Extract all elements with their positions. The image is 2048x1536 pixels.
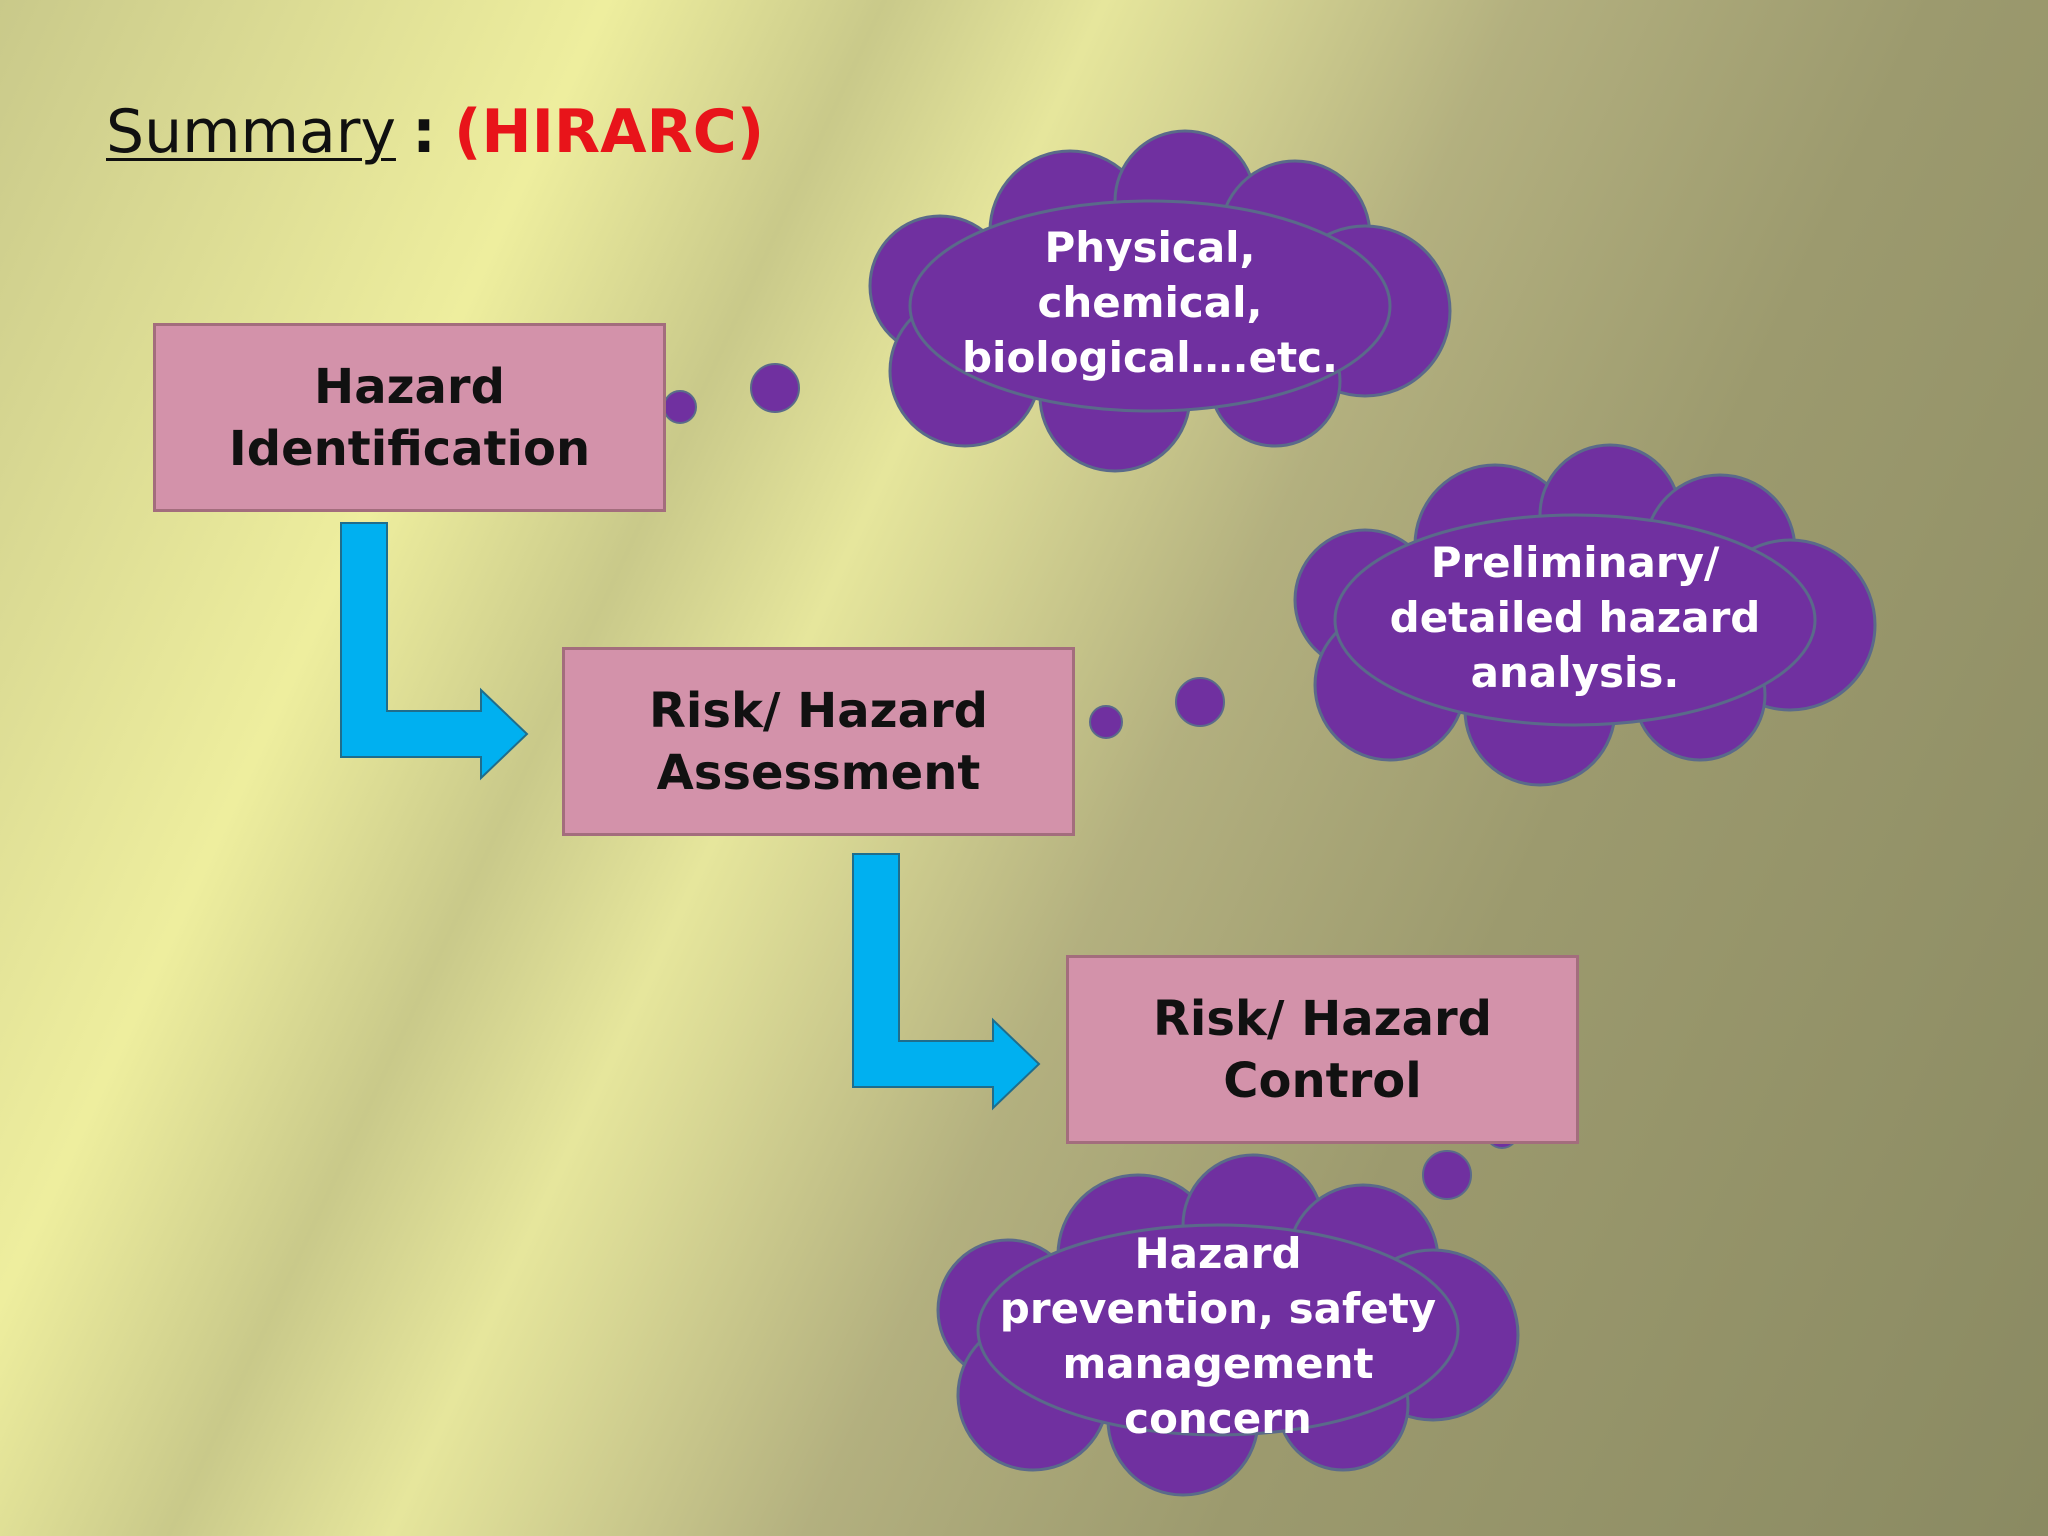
title-word: Summary [106,97,396,167]
cloud-line: Preliminary/ [1430,538,1720,587]
title-acronym: (HIRARC) [453,97,765,167]
step-label-line2: Identification [228,420,591,477]
bent-arrow-1 [340,522,529,781]
cloud-line: concern [1124,1394,1312,1443]
thought-bubble-large [1422,1150,1472,1200]
step-box-risk-assessment: Risk/ Hazard Assessment [562,647,1075,836]
thought-bubble-large [1175,677,1225,727]
cloud-line: analysis. [1470,648,1680,697]
step-label-line1: Hazard [314,358,505,415]
thought-bubble-large [750,363,800,413]
thought-bubble-medium [663,390,697,424]
step-label-line1: Risk/ Hazard [648,682,989,739]
step-box-hazard-identification: Hazard Identification [153,323,666,512]
step-label-line2: Control [1223,1052,1422,1109]
bent-arrow-2 [852,853,1041,1111]
cloud-text-analysis: Preliminary/ detailed hazard analysis. [1315,535,1835,700]
step-label-line1: Risk/ Hazard [1152,990,1493,1047]
cloud-line: prevention, safety [999,1284,1437,1333]
cloud-line: chemical, [1037,278,1263,327]
thought-bubble-medium [1089,705,1123,739]
step-box-risk-control: Risk/ Hazard Control [1066,955,1579,1144]
cloud-line: management [1062,1339,1374,1388]
cloud-text-prevention: Hazard prevention, safety management con… [958,1226,1478,1446]
cloud-text-hazard-types: Physical, chemical, biological….etc. [890,220,1410,385]
cloud-line: Physical, [1044,223,1256,272]
cloud-line: biological….etc. [961,333,1339,382]
step-label-line2: Assessment [656,744,981,801]
cloud-line: detailed hazard [1389,593,1761,642]
title-separator: : [411,97,436,167]
cloud-line: Hazard [1134,1229,1302,1278]
slide-title: Summary:(HIRARC) [106,92,764,172]
